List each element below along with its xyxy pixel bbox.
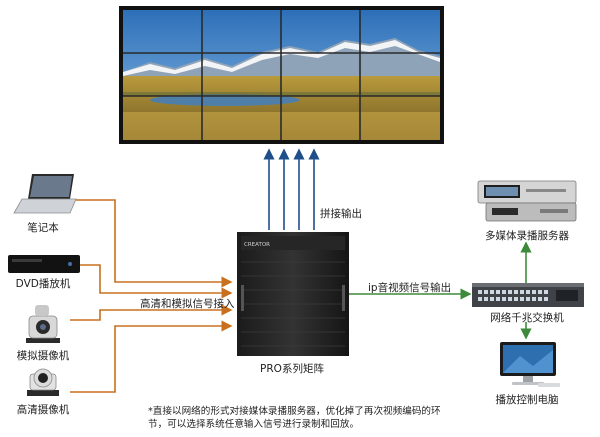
laptop-icon: [13, 174, 77, 214]
stitch-output-arrows: [263, 148, 320, 230]
analog-camera-label: 模拟摄像机: [16, 350, 70, 362]
analog-camera-icon: [26, 305, 60, 343]
network-switch-icon: [472, 283, 584, 307]
matrix-label: PRO系列矩阵: [260, 363, 324, 375]
media-server-label: 多媒体录播服务器: [485, 230, 569, 242]
video-wall: [119, 6, 444, 144]
switch-label: 网络千兆交换机: [490, 312, 564, 324]
hd-camera-label: 高清摄像机: [16, 404, 70, 416]
control-pc-icon: [500, 342, 560, 387]
matrix-brand: CREATOR: [244, 242, 270, 248]
laptop-label: 笔记本: [27, 222, 59, 234]
ip-output-label: ip音视频信号输出: [368, 282, 452, 294]
stitch-output-label: 拼接输出: [320, 208, 362, 220]
control-pc-label: 播放控制电脑: [495, 394, 559, 406]
input-lines: [70, 199, 233, 393]
media-server-icon: [477, 180, 577, 222]
dvd-player-label: DVD播放机: [15, 278, 71, 290]
hd-camera-icon: [27, 368, 59, 396]
input-link-label: 高清和模拟信号接入: [140, 298, 235, 310]
pro-matrix-icon: CREATOR: [237, 232, 349, 356]
footnote: *直接以网络的形式对接媒体录播服务器，优化掉了再次视频编码的环节，可以选择系统任…: [148, 406, 441, 430]
dvd-player-icon: [8, 255, 80, 273]
